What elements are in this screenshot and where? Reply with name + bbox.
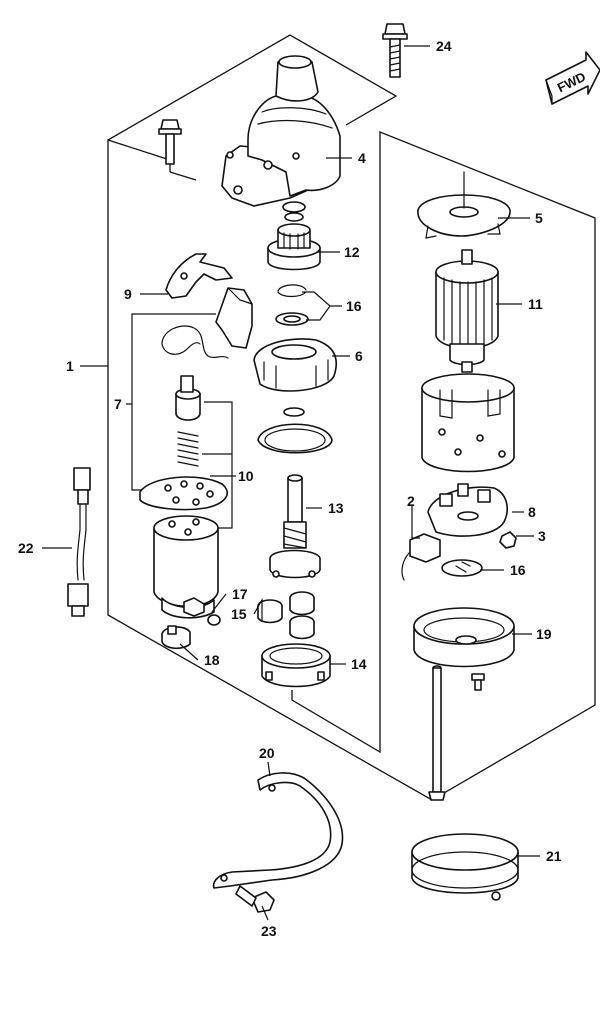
fitting-17: [183, 597, 221, 626]
harness-22: [67, 467, 91, 617]
drive-housing-4: [221, 55, 341, 207]
plunger: [175, 375, 201, 421]
clip-18: [161, 625, 191, 650]
callout-1: 1: [66, 358, 74, 374]
callout-13: 13: [328, 500, 344, 516]
fwd-arrow: FWD: [545, 51, 600, 105]
callout-18: 18: [204, 652, 220, 668]
o-rings-small: [282, 201, 306, 222]
bolt-24: [382, 23, 408, 78]
gasket-plate: [139, 476, 228, 511]
brush-lead-2: [401, 533, 441, 581]
plate-5: [417, 171, 511, 239]
callout-6: 6: [355, 348, 363, 364]
strap-bracket-20: [212, 772, 344, 889]
coil-spring: [177, 431, 199, 467]
callout-20: 20: [259, 745, 275, 761]
callout-21: 21: [546, 848, 562, 864]
yoke: [421, 373, 515, 473]
callout-11: 11: [528, 296, 543, 312]
bracket-7: [215, 287, 253, 349]
through-bolt: [428, 665, 446, 801]
callout-12: 12: [344, 244, 360, 260]
shift-lever-9: [165, 253, 233, 299]
pinion-gear-12: [267, 223, 321, 271]
bolt-23: [235, 885, 275, 913]
callout-16-upper: 16: [346, 298, 362, 314]
callout-9: 9: [124, 286, 132, 302]
callout-2: 2: [407, 493, 415, 509]
callout-8: 8: [528, 504, 536, 520]
end-cover-6: [253, 338, 338, 392]
callout-24: 24: [436, 38, 452, 54]
callout-23: 23: [261, 923, 277, 939]
callout-17: 17: [232, 586, 248, 602]
washer-16-lower: [441, 559, 483, 577]
callout-5: 5: [535, 210, 543, 226]
screw-small: [471, 673, 485, 691]
assembly-frame-inner: [169, 171, 197, 181]
callout-16-lower: 16: [510, 562, 526, 578]
snap-ring-16: [275, 284, 309, 326]
bolt-housing: [158, 119, 182, 165]
nut-3: [499, 531, 517, 549]
planetary-gears-15: [257, 591, 315, 640]
callout-4: 4: [358, 150, 366, 166]
cover-band-21: [411, 833, 519, 901]
assembly-frame-left: [107, 131, 596, 801]
callout-14: 14: [351, 656, 367, 672]
callout-7: 7: [114, 396, 122, 412]
leader-lines: [42, 45, 540, 921]
end-cap-19: [413, 607, 515, 668]
callout-3: 3: [538, 528, 546, 544]
spring-wire: [161, 325, 229, 359]
assembly-frame-top: [107, 34, 398, 141]
armature-11: [435, 249, 499, 373]
ring-gear-14: [261, 643, 331, 688]
brush-holder-8: [427, 483, 508, 537]
callout-19: 19: [536, 626, 552, 642]
shaft-13: [269, 474, 321, 579]
washer-small: [283, 407, 305, 417]
callout-labels: 1 2 3 4 5 6 7 8 9 10 11 12 13 14 15 16 1…: [18, 38, 562, 939]
callout-10: 10: [238, 468, 254, 484]
callout-15: 15: [231, 606, 247, 622]
callout-22: 22: [18, 540, 34, 556]
gasket-ring: [257, 423, 333, 454]
